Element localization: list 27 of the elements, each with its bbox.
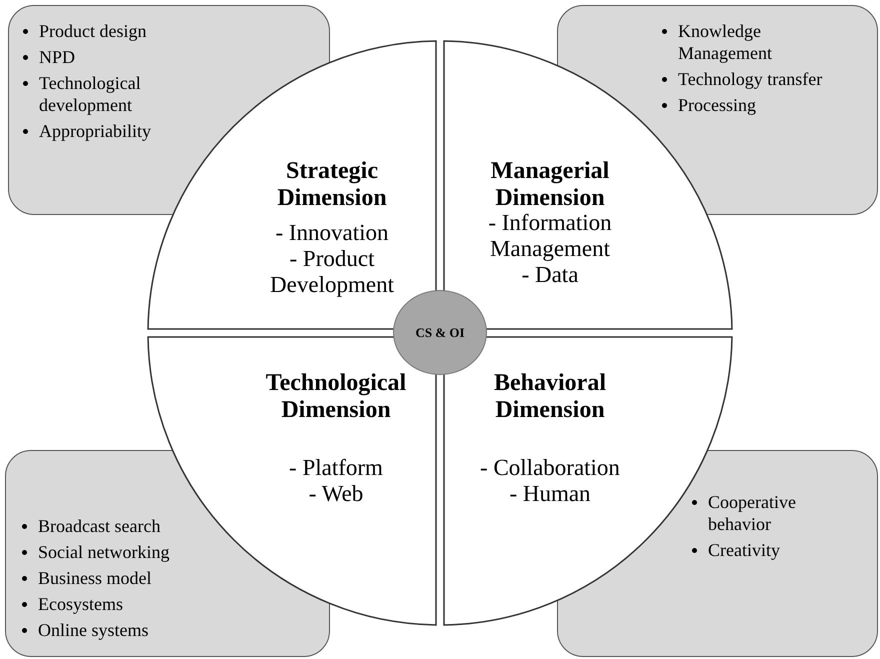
dimension-item: - Innovation	[274, 220, 390, 246]
list-item: Technological development	[39, 73, 141, 115]
dimension-heading: Technological Dimension	[264, 370, 408, 424]
list-item: Knowledge Management	[678, 21, 772, 63]
dimension-heading: Behavioral Dimension	[493, 370, 607, 424]
list-item: Business model	[38, 568, 152, 588]
dimension-item: - Collaboration	[479, 455, 621, 481]
dimension-heading: Managerial Dimension	[490, 158, 610, 212]
list-item: Online systems	[38, 620, 148, 640]
dimension-item: - Product Development	[269, 246, 395, 298]
dimension-item: - Human	[508, 481, 592, 507]
dimension-item: - Web	[308, 481, 364, 507]
list-item: Processing	[678, 95, 756, 115]
list-item: Social networking	[38, 542, 170, 562]
list-item: Ecosystems	[38, 594, 123, 614]
dimension-item: - Platform	[288, 455, 384, 481]
list-item: NPD	[39, 47, 76, 67]
dimension-heading: Strategic Dimension	[276, 158, 388, 212]
list-item: Cooperative behavior	[708, 492, 796, 534]
dimension-item: - Information Management	[487, 210, 613, 262]
list-item: Product design	[39, 21, 146, 41]
dimension-item: - Data	[520, 262, 580, 288]
list-item: Appropriability	[39, 121, 151, 141]
list-item: Technology transfer	[678, 69, 822, 89]
list-item: Broadcast search	[38, 516, 160, 536]
center-label: CS & OI	[415, 324, 465, 340]
list-item: Creativity	[708, 540, 780, 560]
